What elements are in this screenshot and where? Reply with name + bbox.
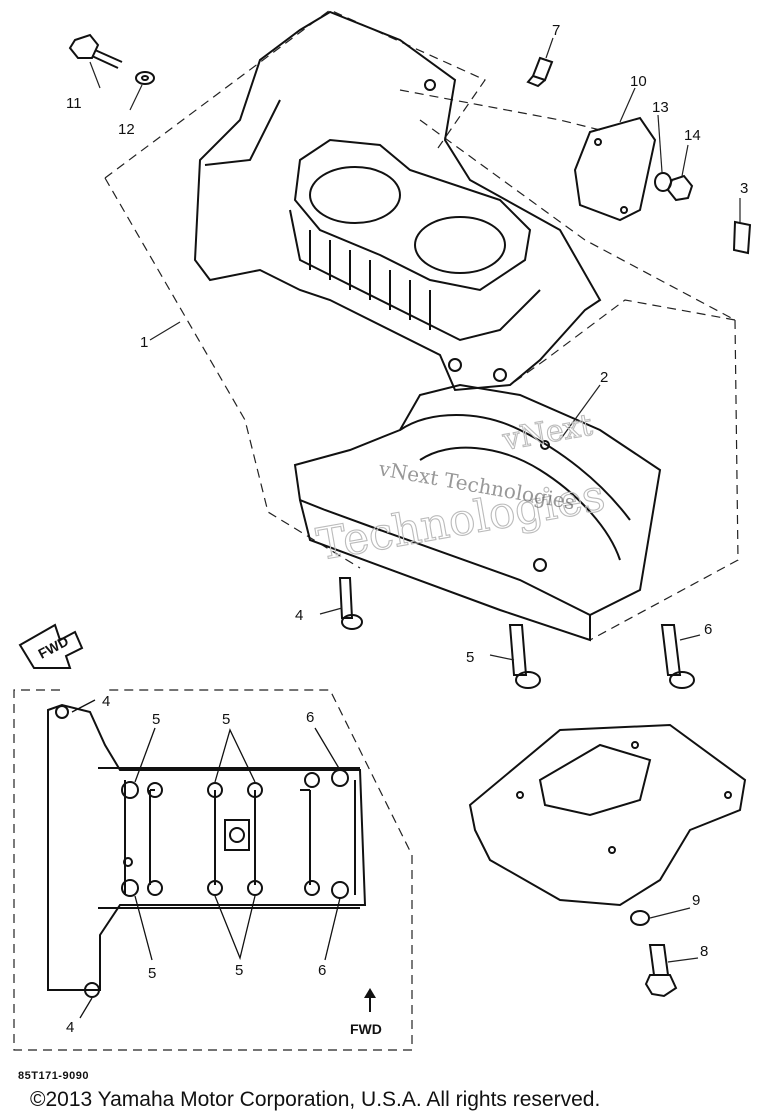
inset-callout-4-bottom: 4 xyxy=(66,1019,74,1036)
cover-10 xyxy=(573,116,657,222)
bolt-11 xyxy=(68,33,123,69)
callout-12: 12 xyxy=(118,121,135,138)
callout-13: 13 xyxy=(652,99,669,116)
callout-2: 2 xyxy=(600,369,608,386)
inset-callout-5-left-top: 5 xyxy=(152,711,160,728)
callout-leaders xyxy=(89,37,741,963)
inset-callout-5-left-bottom: 5 xyxy=(148,965,156,982)
copyright-notice: ©2013 Yamaha Motor Corporation, U.S.A. A… xyxy=(30,1088,601,1111)
bolt-6 xyxy=(660,624,695,689)
washer-12 xyxy=(135,71,155,85)
callout-7: 7 xyxy=(552,22,560,39)
callout-8: 8 xyxy=(700,943,708,960)
inset-callout-6-top: 6 xyxy=(306,709,314,726)
watermark: vNext Technologies vNext Technologies xyxy=(313,407,610,571)
fwd-direction-arrow: FWD xyxy=(18,623,84,669)
bolt-5 xyxy=(508,624,541,689)
nut-14 xyxy=(666,174,694,202)
inset-callout-5-center-top: 5 xyxy=(222,711,230,728)
callout-9: 9 xyxy=(692,892,700,909)
washer-9 xyxy=(630,910,650,926)
callout-3: 3 xyxy=(740,180,748,197)
callout-14: 14 xyxy=(684,127,701,144)
upper-crankcase xyxy=(193,10,602,392)
bolt-8 xyxy=(644,944,678,998)
callout-1: 1 xyxy=(140,334,148,351)
inset-callout-4-top: 4 xyxy=(102,693,110,710)
diagram-part-code: 85T171-9090 xyxy=(18,1070,89,1082)
stud-7 xyxy=(526,56,554,88)
bottom-plate xyxy=(468,723,747,907)
callout-11: 11 xyxy=(66,95,82,112)
bolt-tightening-inset xyxy=(47,699,367,1019)
inset-callout-6-bottom: 6 xyxy=(318,962,326,979)
callout-10: 10 xyxy=(630,73,647,90)
callout-numbers: 1 2 3 4 5 6 7 8 9 10 11 12 13 14 4 5 5 6… xyxy=(66,22,748,1036)
dowel-pin-3 xyxy=(732,220,752,255)
callout-6-main: 6 xyxy=(704,621,712,638)
callout-5-main: 5 xyxy=(466,649,474,666)
lower-crankcase xyxy=(293,383,662,642)
inset-fwd-label: FWD xyxy=(350,1021,382,1037)
callout-4-main: 4 xyxy=(295,607,303,624)
inset-fwd-indicator: FWD xyxy=(350,988,382,1037)
inset-callout-5-center-bottom: 5 xyxy=(235,962,243,979)
watermark-line1: vNext xyxy=(499,408,595,458)
bolt-4 xyxy=(338,577,363,630)
